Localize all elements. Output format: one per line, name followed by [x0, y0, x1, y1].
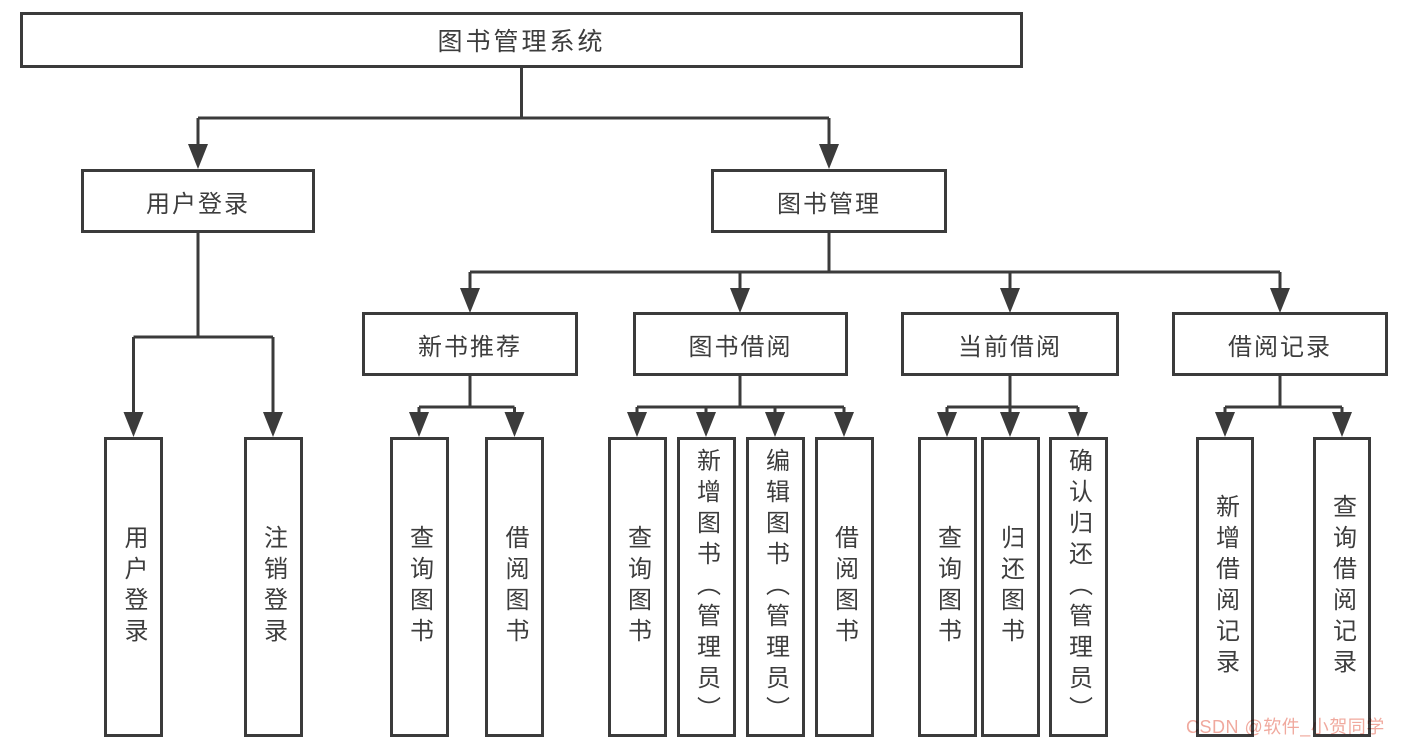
- arrowhead: [1332, 412, 1352, 437]
- leaf-user-login: 用户登录: [104, 437, 163, 737]
- arrowheads: [123, 144, 1352, 437]
- arrowhead: [765, 412, 785, 437]
- node-current-borrow: 当前借阅: [901, 312, 1119, 376]
- leaf-current-query-book: 查询图书: [917, 437, 977, 737]
- node-root-system: 图书管理系统: [20, 12, 1023, 68]
- arrowhead: [188, 144, 208, 169]
- arrowhead: [1270, 288, 1290, 313]
- leaf-edit-book-admin: 编辑图书（管理员）: [745, 437, 805, 737]
- leaf-query-borrow-record: 查询借阅记录: [1313, 437, 1371, 737]
- arrowhead: [504, 412, 525, 437]
- node-borrow-records: 借阅记录: [1172, 312, 1388, 376]
- leaf-return-book: 归还图书: [980, 437, 1040, 737]
- arrowhead: [1000, 412, 1020, 437]
- leaf-logout: 注销登录: [243, 437, 303, 737]
- node-user-login: 用户登录: [81, 169, 315, 233]
- arrowhead: [696, 412, 716, 437]
- arrowhead: [1068, 412, 1088, 437]
- arrowhead: [834, 412, 854, 437]
- leaf-add-book-admin: 新增图书（管理员）: [676, 437, 736, 737]
- leaf-recommend-query-book: 查询图书: [389, 437, 449, 737]
- leaf-add-borrow-record: 新增借阅记录: [1196, 437, 1254, 737]
- leaf-recommend-borrow-book: 借阅图书: [485, 437, 544, 737]
- arrowhead: [409, 412, 429, 437]
- leaf-borrow-borrow-book: 借阅图书: [814, 437, 874, 737]
- csdn-watermark: CSDN @软件_小贺同学: [1186, 717, 1385, 737]
- node-book-management: 图书管理: [711, 169, 947, 233]
- arrowhead: [937, 412, 957, 437]
- arrowhead: [263, 412, 283, 437]
- leaf-borrow-query-book: 查询图书: [607, 437, 667, 737]
- arrowhead: [1215, 412, 1235, 437]
- arrowhead: [627, 412, 647, 437]
- arrowhead: [123, 412, 144, 437]
- connector-lines: [132, 68, 1344, 416]
- leaf-confirm-return-admin: 确认归还（管理员）: [1048, 437, 1108, 737]
- node-book-borrow: 图书借阅: [633, 312, 848, 376]
- arrowhead: [730, 288, 750, 313]
- node-new-book-recommend: 新书推荐: [362, 312, 578, 376]
- arrowhead: [819, 144, 839, 169]
- arrowhead: [460, 288, 480, 313]
- arrowhead: [1000, 288, 1020, 313]
